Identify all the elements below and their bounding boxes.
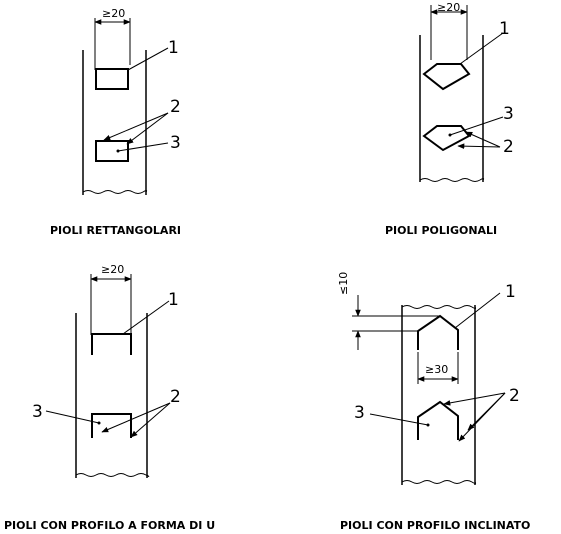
- ladder-stile-rectangular: [82, 50, 148, 195]
- dimension-label: ≤10: [337, 272, 350, 295]
- rung-inclined-bottom: [417, 400, 459, 440]
- rung-inclined-top: [417, 314, 459, 350]
- callout-3-rect: 3: [170, 133, 181, 153]
- rung-u-bottom: [91, 413, 132, 438]
- dimension-label: ≥20: [101, 263, 124, 276]
- ladder-stile-u: [75, 313, 150, 478]
- panel-rectangular-rungs: ≥20 1 2 3 PIOLI RETTANGOLARI: [50, 7, 181, 237]
- dimension-label: ≥20: [102, 7, 125, 20]
- panel-inclined-rungs: ≤10 ≥30 1 3 2 PIOLI CON PROFILO INCLINAT…: [337, 272, 530, 532]
- callout-3-u: 3: [32, 402, 43, 422]
- callout-2-u: 2: [170, 387, 181, 407]
- rung-rect-top: [95, 68, 129, 90]
- callout-1-rect: 1: [168, 38, 179, 58]
- callout-1-u: 1: [168, 290, 179, 310]
- callout-1-incl: 1: [505, 282, 516, 302]
- caption-polygonal: PIOLI POLIGONALI: [385, 224, 497, 237]
- callout-1-poly: 1: [499, 19, 510, 39]
- caption-u-shape: PIOLI CON PROFILO A FORMA DI U: [4, 519, 215, 532]
- panel-polygonal-rungs: ≥20 1 3 2 PIOLI POLIGONALI: [385, 1, 514, 237]
- dimension-label: ≥30: [425, 363, 448, 376]
- dimension-label: ≥20: [437, 1, 460, 14]
- ladder-stile-polygonal: [419, 35, 485, 182]
- panel-u-shape-rungs: ≥20 1 3 2 PIOLI CON PROFILO A FORMA DI U: [4, 263, 215, 532]
- ladder-stile-inclined: [401, 305, 477, 485]
- dimension-min-width-inclined: ≥30: [417, 352, 459, 384]
- caption-inclined: PIOLI CON PROFILO INCLINATO: [340, 519, 530, 532]
- callout-3-poly: 3: [503, 104, 514, 124]
- callout-2-poly: 2: [503, 137, 514, 157]
- rung-u-top: [91, 333, 132, 355]
- dimension-min-width-rect: ≥20: [94, 7, 131, 70]
- callout-2-rect: 2: [170, 97, 181, 117]
- dimension-max-height: ≤10: [337, 272, 440, 350]
- rung-rect-bottom: [95, 140, 129, 162]
- callout-2-incl: 2: [509, 386, 520, 406]
- caption-rectangular: PIOLI RETTANGOLARI: [50, 224, 181, 237]
- callout-3-incl: 3: [354, 403, 365, 423]
- rung-polygonal-top: [422, 63, 471, 91]
- dimension-min-width-u: ≥20: [90, 263, 132, 335]
- rung-polygonal-bottom: [422, 125, 471, 152]
- dimension-min-width-poly: ≥20: [430, 1, 468, 60]
